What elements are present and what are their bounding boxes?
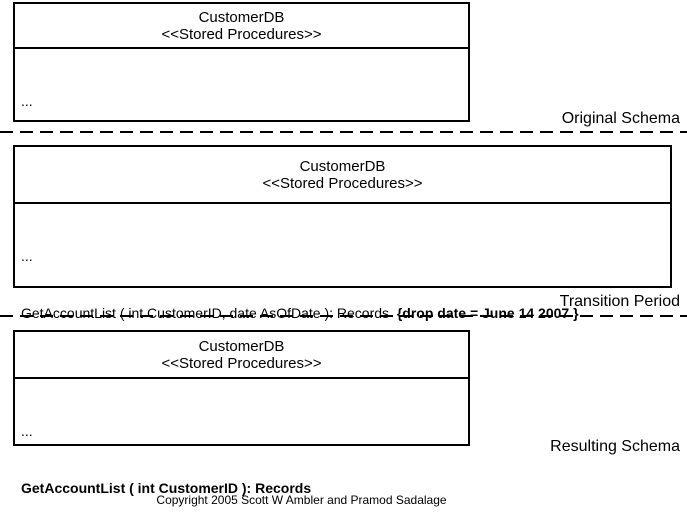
ellipsis-line: ... [21, 423, 33, 439]
phase-label-transition-period: Transition Period [559, 293, 680, 310]
operation-line: GetAccountList ( int CustomerID ): Recor… [21, 480, 312, 496]
phase-divider-dashed-line [0, 131, 687, 133]
class-operations: ... GetAccountList ( int CustomerID ): R… [15, 379, 468, 513]
phase-divider-dashed-line [0, 315, 687, 317]
class-name: CustomerDB [299, 157, 386, 175]
class-header: CustomerDB <<Stored Procedures>> [15, 332, 468, 379]
ellipsis-line: ... [21, 248, 33, 264]
class-header: CustomerDB <<Stored Procedures>> [15, 147, 670, 204]
drop-date-annotation: {drop date = June 14 2007 } [389, 305, 579, 321]
original-schema-class-box: CustomerDB <<Stored Procedures>> ... Get… [13, 2, 470, 223]
operation-line: GetAccountList ( int CustomerID, date As… [21, 305, 579, 321]
transition-period-class-box: CustomerDB <<Stored Procedures>> ... Get… [13, 145, 672, 435]
copyright-text: Copyright 2005 Scott W Ambler and Pramod… [156, 493, 447, 507]
phase-label-resulting-schema: Resulting Schema [550, 438, 680, 455]
class-name: CustomerDB [198, 8, 285, 26]
ellipsis-line: ... [21, 93, 33, 109]
class-header: CustomerDB <<Stored Procedures>> [15, 4, 468, 49]
resulting-schema-class-box: CustomerDB <<Stored Procedures>> ... Get… [13, 330, 470, 496]
class-name: CustomerDB [198, 337, 285, 355]
phase-label-original-schema: Original Schema [561, 110, 680, 127]
class-stereotype: <<Stored Procedures>> [262, 174, 423, 192]
class-stereotype: <<Stored Procedures>> [161, 25, 322, 43]
class-stereotype: <<Stored Procedures>> [161, 354, 322, 372]
